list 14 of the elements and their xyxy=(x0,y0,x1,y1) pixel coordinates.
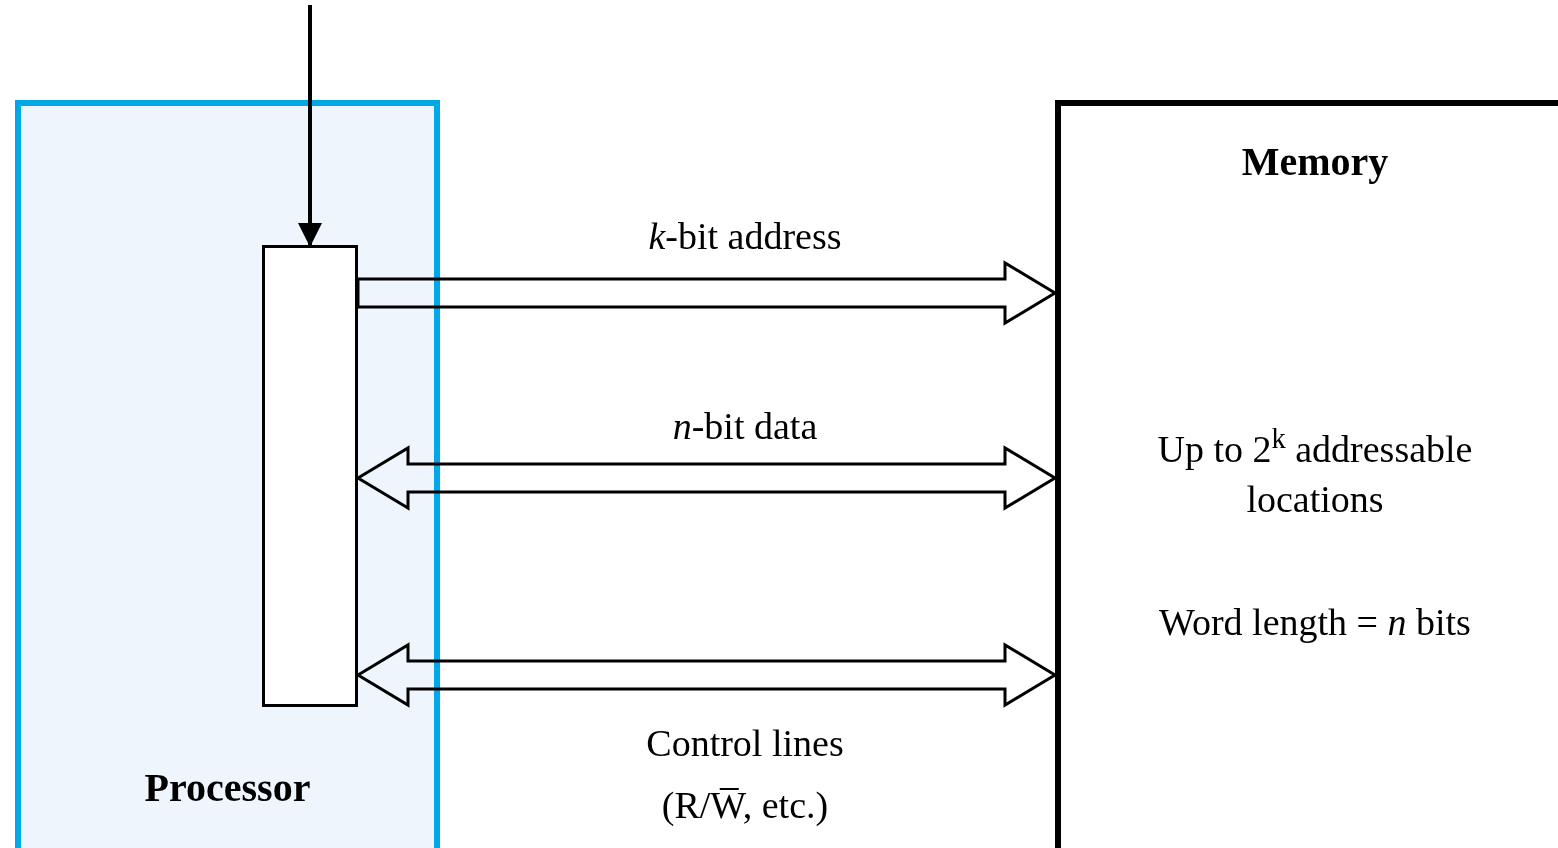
memory-box xyxy=(1055,100,1558,848)
edge-label: Control lines (R/W̅, etc.) xyxy=(645,721,845,828)
edge-label: n-bit data xyxy=(672,404,818,449)
bus-arrow xyxy=(355,642,1058,708)
bus-arrow xyxy=(356,260,1058,326)
processor-box xyxy=(15,100,440,848)
edge-label: k-bit address xyxy=(648,214,842,259)
arrow xyxy=(298,5,322,247)
node-title: Processor xyxy=(144,764,311,812)
node-text: Up to 2$^{k}$ addressable locations xyxy=(1156,424,1474,522)
register-box xyxy=(262,245,358,707)
node-title: Memory xyxy=(1241,138,1389,186)
bus-arrow xyxy=(355,445,1058,511)
node-text: Word length = n bits xyxy=(1159,600,1471,645)
